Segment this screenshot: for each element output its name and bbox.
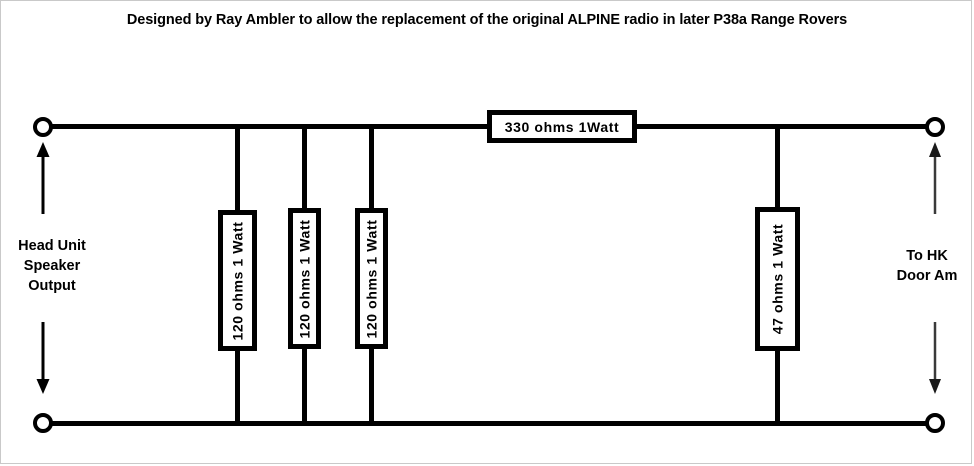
- terminal-in-negative: [33, 413, 53, 433]
- left-terminal-label: Head Unit Speaker Output: [0, 236, 104, 296]
- right-terminal-label-line-1: To HK: [906, 248, 948, 264]
- resistor-shunt-1-label: 120 ohms 1 Watt: [229, 221, 246, 340]
- shunt-branch-4-top-lead: [775, 124, 780, 209]
- terminal-out-positive: [925, 117, 945, 137]
- right-terminal-label: To HK Door Am: [880, 246, 974, 286]
- resistor-shunt-2: 120 ohms 1 Watt: [288, 208, 321, 349]
- terminal-out-negative: [925, 413, 945, 433]
- shunt-branch-3-top-lead: [369, 124, 374, 210]
- resistor-series-330: 330 ohms 1Watt: [487, 110, 637, 143]
- arrow-left-down-icon: [32, 322, 54, 394]
- resistor-shunt-3: 120 ohms 1 Watt: [355, 208, 388, 349]
- resistor-series-330-label: 330 ohms 1Watt: [504, 118, 620, 135]
- shunt-branch-4-bottom-lead: [775, 349, 780, 424]
- resistor-shunt-2-label: 120 ohms 1 Watt: [296, 219, 313, 338]
- left-terminal-label-line-3: Output: [28, 278, 76, 294]
- shunt-branch-3-bottom-lead: [369, 347, 374, 424]
- shunt-branch-2-top-lead: [302, 124, 307, 210]
- resistor-shunt-4: 47 ohms 1 Watt: [755, 207, 800, 351]
- shunt-branch-1-bottom-lead: [235, 349, 240, 424]
- arrow-right-down-icon: [924, 322, 946, 394]
- left-terminal-label-line-2: Speaker: [23, 258, 81, 274]
- terminal-in-positive: [33, 117, 53, 137]
- shunt-branch-1-top-lead: [235, 124, 240, 212]
- right-terminal-label-line-2: Door Am: [896, 268, 958, 284]
- arrow-left-up-icon: [32, 142, 54, 214]
- left-terminal-label-line-1: Head Unit: [18, 238, 86, 254]
- arrow-right-up-icon: [924, 142, 946, 214]
- shunt-branch-2-bottom-lead: [302, 347, 307, 424]
- resistor-shunt-3-label: 120 ohms 1 Watt: [363, 219, 380, 338]
- top-rail-input-segment: [50, 124, 490, 129]
- bottom-rail: [50, 421, 930, 426]
- resistor-shunt-1: 120 ohms 1 Watt: [218, 210, 257, 351]
- resistor-shunt-4-label: 47 ohms 1 Watt: [769, 223, 786, 335]
- diagram-title: Designed by Ray Ambler to allow the repl…: [126, 12, 848, 28]
- top-rail-output-segment: [634, 124, 930, 129]
